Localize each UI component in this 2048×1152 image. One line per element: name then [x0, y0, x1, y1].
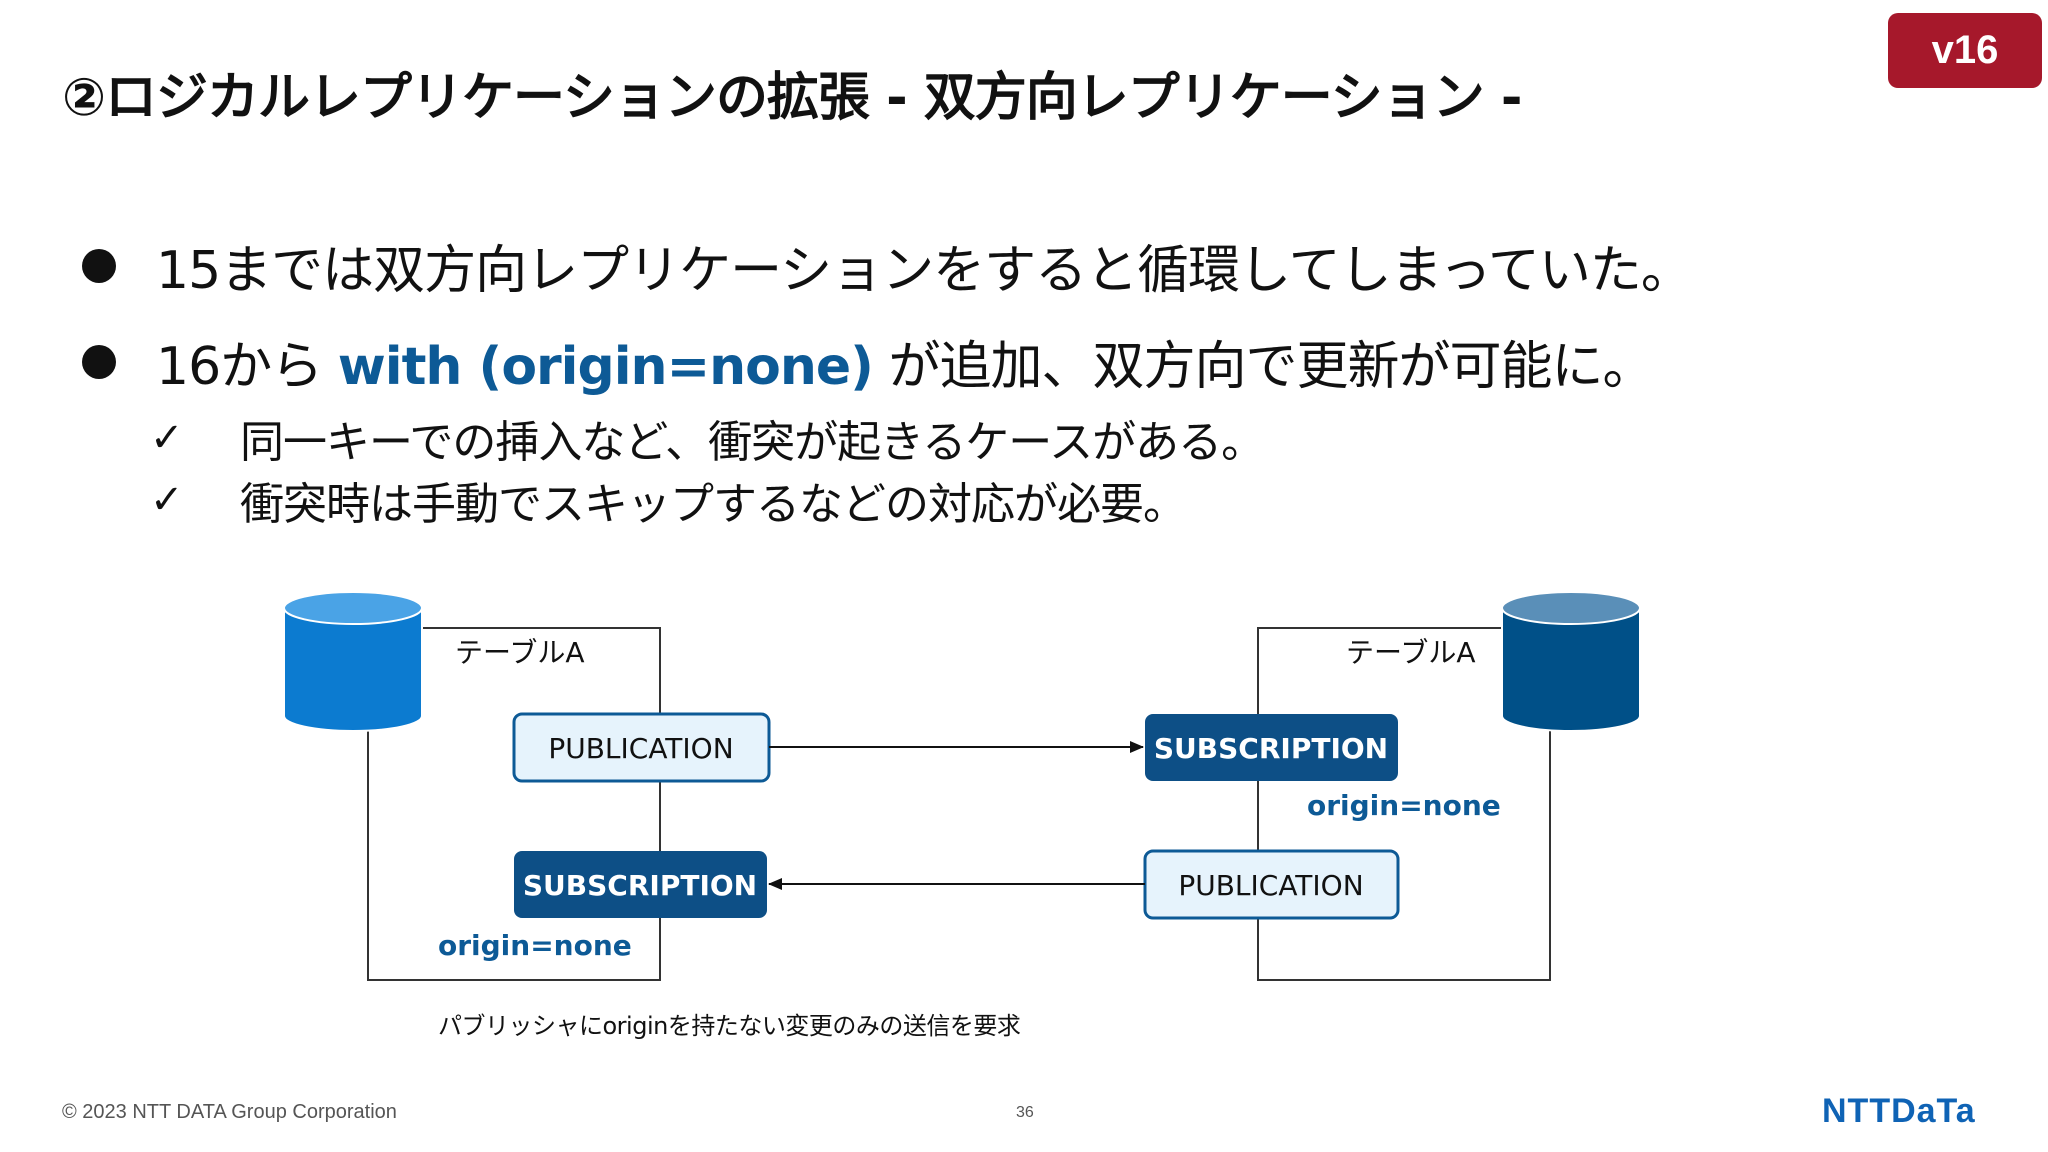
- bullet-suffix: が追加、双方向で更新が可能に。: [872, 337, 1654, 397]
- ntt-data-logo: NTTDaTa: [1822, 1092, 1976, 1130]
- left-database-icon: [283, 591, 423, 732]
- left-publication-label: PUBLICATION: [548, 732, 733, 765]
- bullet-text: 15までは双方向レプリケーションをすると循環してしまっていた。: [156, 241, 1693, 301]
- checkmark-icon: ✓: [150, 415, 184, 461]
- left-origin-label: origin=none: [438, 929, 632, 962]
- checkmark-icon: ✓: [150, 477, 184, 523]
- check-item: ✓ 同一キーでの挿入など、衝突が起きるケースがある。: [150, 406, 1265, 470]
- left-table-frame: [367, 627, 661, 981]
- copyright-text: © 2023 NTT DATA Group Corporation: [62, 1101, 397, 1123]
- right-publication-label: PUBLICATION: [1178, 869, 1363, 902]
- option-highlight: with (origin=none): [337, 337, 874, 397]
- bullet-dot-icon: [82, 344, 116, 379]
- right-database-icon: [1501, 591, 1641, 732]
- right-table-label: テーブルA: [1346, 636, 1475, 669]
- bullet-item: 16から with (origin=none) が追加、双方向で更新が可能に。: [82, 324, 1654, 399]
- bullet-dot-icon: [82, 248, 116, 283]
- page-number: 36: [1016, 1104, 1034, 1121]
- bullet-prefix: 16から: [156, 337, 338, 397]
- check-text: 同一キーでの挿入など、衝突が起きるケースがある。: [240, 417, 1265, 468]
- diagram-note: パブリッシャにoriginを持たない変更のみの送信を要求: [438, 1012, 1021, 1040]
- right-subscription-box: [1145, 714, 1398, 781]
- bullet-text: 16から with (origin=none) が追加、双方向で更新が可能に。: [156, 324, 1654, 399]
- right-subscription-label: SUBSCRIPTION: [1154, 732, 1388, 765]
- check-item: ✓ 衝突時は手動でスキップするなどの対応が必要。: [150, 468, 1187, 532]
- left-subscription-label: SUBSCRIPTION: [523, 869, 757, 902]
- right-origin-label: origin=none: [1307, 789, 1501, 822]
- bullet-item: 15までは双方向レプリケーションをすると循環してしまっていた。: [82, 228, 1693, 303]
- check-text: 衝突時は手動でスキップするなどの対応が必要。: [240, 479, 1187, 530]
- version-badge: v16: [1888, 13, 2042, 88]
- left-subscription-box: [514, 851, 767, 918]
- slide-title: ②ロジカルレプリケーションの拡張 - 双方向レプリケーション -: [62, 68, 1522, 128]
- left-table-label: テーブルA: [455, 636, 584, 669]
- right-table-frame: [1257, 627, 1551, 981]
